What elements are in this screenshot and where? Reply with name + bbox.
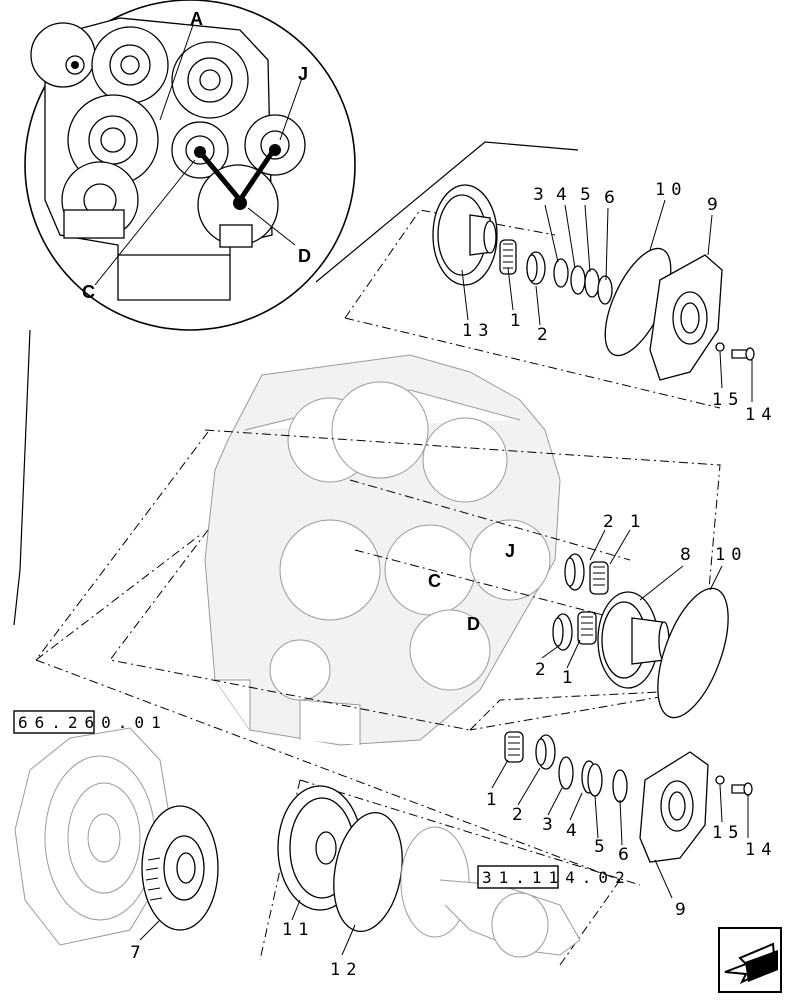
- callout-15: 15: [712, 390, 744, 410]
- callout-9: 9: [707, 195, 718, 215]
- callout-4: 4: [566, 821, 577, 841]
- callout-2: 2: [603, 512, 614, 532]
- callout-1: 1: [486, 790, 497, 810]
- callout-leaders: [139, 199, 753, 956]
- callout-1: 1: [630, 512, 641, 532]
- torque-converter-assembly: [14, 727, 581, 958]
- callout-7: 7: [130, 943, 141, 963]
- housing-label-j: J: [505, 541, 515, 561]
- callout-14: 14: [745, 405, 777, 425]
- callout-15: 15: [712, 823, 744, 843]
- previous-page-arrow-icon[interactable]: [718, 927, 782, 993]
- callout-8: 8: [680, 545, 691, 565]
- svg-text:66.260.01: 66.260.01: [18, 713, 168, 732]
- inset-label-d: D: [298, 246, 311, 266]
- callout-3: 3: [533, 185, 544, 205]
- callout-6: 6: [604, 188, 615, 208]
- inset-callout-line: [315, 141, 579, 283]
- callout-5: 5: [594, 837, 605, 857]
- callout-6: 6: [618, 845, 629, 865]
- lower-shaft-assembly: [504, 731, 753, 863]
- callout-4: 4: [556, 185, 567, 205]
- callout-10: 10: [715, 545, 747, 565]
- housing-label-c: C: [428, 571, 441, 591]
- construction-line: [344, 209, 556, 319]
- callout-3: 3: [542, 815, 553, 835]
- callout-14: 14: [745, 840, 777, 860]
- callout-9: 9: [675, 900, 686, 920]
- middle-shaft-assembly: [552, 553, 729, 719]
- callout-2: 2: [512, 805, 523, 825]
- callout-2: 2: [535, 660, 546, 680]
- inset-label-c: C: [82, 282, 95, 302]
- callout-10: 10: [655, 180, 687, 200]
- callout-1: 1: [510, 311, 521, 331]
- callout-2: 2: [537, 325, 548, 345]
- callout-12: 12: [330, 960, 362, 980]
- locator-inset: A J C D: [24, 0, 356, 331]
- callout-13: 13: [462, 321, 494, 341]
- reference-31-114-02[interactable]: 31.114.02: [477, 865, 632, 889]
- inset-label-a: A: [190, 9, 203, 29]
- inset-callout-line-left: [13, 329, 31, 626]
- callout-11: 11: [282, 920, 314, 940]
- upper-shaft-assembly: [432, 184, 755, 381]
- svg-text:31.114.02: 31.114.02: [482, 868, 632, 887]
- inset-label-j: J: [298, 64, 308, 84]
- callout-1: 1: [562, 668, 573, 688]
- reference-66-260-01[interactable]: 66.260.01: [13, 710, 168, 734]
- housing-label-d: D: [467, 614, 480, 634]
- transmission-housing: [204, 354, 561, 746]
- callout-5: 5: [580, 185, 591, 205]
